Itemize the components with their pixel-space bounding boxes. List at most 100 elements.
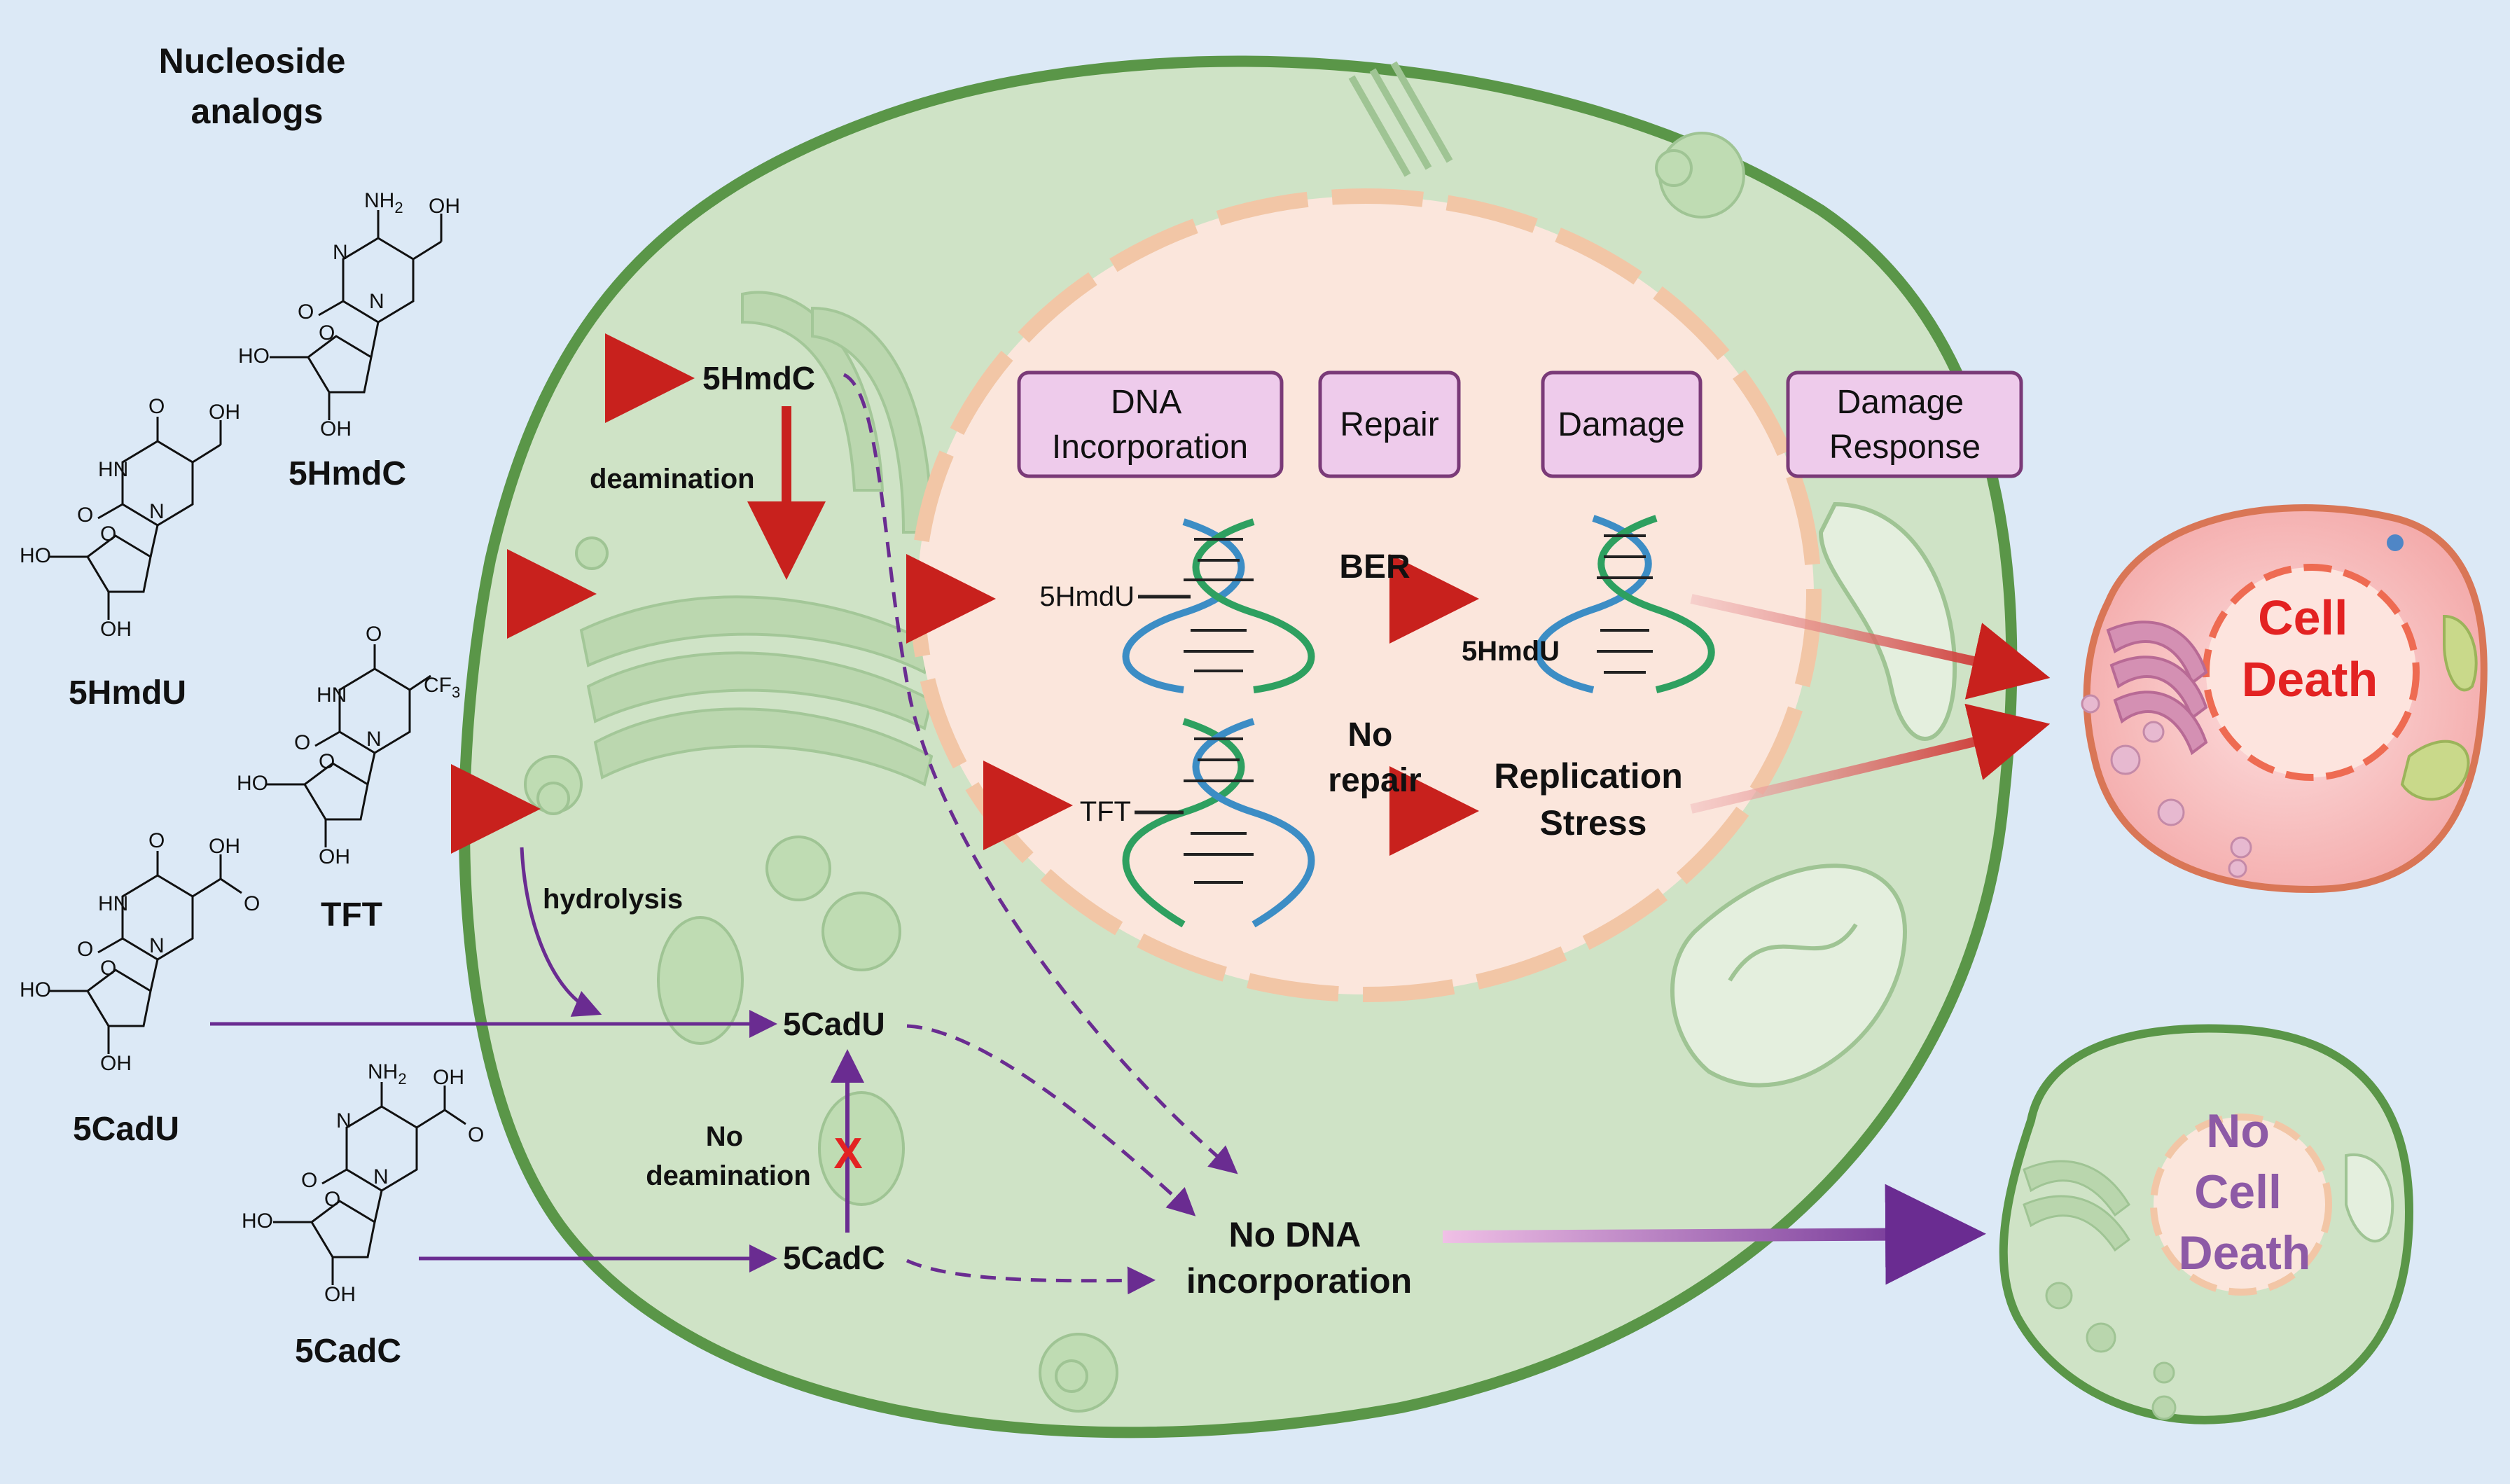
label-ber: BER [1339, 548, 1410, 585]
dna-helix-incorporated-5hmdu [1122, 518, 1315, 693]
svg-text:HO: HO [20, 978, 51, 1001]
compound-name-5hmdc: 5HmdC [289, 455, 406, 492]
svg-text:N: N [333, 241, 348, 264]
svg-text:Damage: Damage [1558, 406, 1684, 443]
svg-text:O: O [77, 504, 93, 527]
label-no-deamination: No deamination [646, 1121, 811, 1191]
metabolite-5hmdc: 5HmdC [702, 360, 815, 396]
outcome-no-cell-death: No Cell Death [2179, 1104, 2311, 1280]
title-line-2: analogs [191, 92, 324, 131]
svg-text:OH: OH [320, 417, 352, 441]
svg-text:O: O [324, 1188, 340, 1211]
svg-text:CF3: CF3 [424, 674, 460, 701]
arrow-stress-death [1690, 703, 2051, 814]
svg-text:O: O [148, 395, 165, 418]
svg-text:OH: OH [209, 835, 240, 858]
dna-helix-damaged [1534, 515, 1715, 693]
red-arrows [188, 333, 2051, 856]
svg-text:O: O [366, 623, 382, 646]
structure-5hmdc-atoms: NH2 OH N O N HO O OH [238, 189, 460, 441]
structure-5hmdu-atoms: O OH HN O N HO O OH [20, 395, 240, 641]
title-line-1: Nucleoside [159, 41, 346, 81]
label-replication-stress: Replication Stress [1494, 756, 1692, 842]
svg-text:OH: OH [433, 1066, 464, 1089]
svg-text:NH2: NH2 [364, 189, 403, 216]
mitochondria [1670, 501, 1957, 1088]
label-hydrolysis: hydrolysis [543, 884, 683, 915]
svg-text:HO: HO [242, 1209, 273, 1233]
svg-text:O: O [319, 321, 335, 345]
svg-text:O: O [77, 938, 93, 961]
dashed-5cadu-noinc [906, 1024, 1196, 1216]
svg-text:HO: HO [238, 345, 270, 368]
svg-text:Damage Response: Damage Response [1829, 384, 1981, 466]
arrow-noinc-survival [1442, 1184, 1986, 1285]
label-no-dna-incorporation: No DNA incorporation [1186, 1215, 1412, 1301]
svg-text:N: N [336, 1109, 352, 1132]
stage-damage-response: Damage Response [1786, 370, 2023, 478]
svg-text:OH: OH [324, 1283, 356, 1306]
svg-text:O: O [301, 1169, 317, 1192]
metabolite-5cadc: 5CadC [783, 1240, 885, 1276]
svg-text:O: O [100, 957, 116, 980]
svg-text:O: O [298, 300, 314, 324]
centriole [1348, 61, 1453, 177]
purple-arrows [210, 373, 1986, 1295]
svg-text:N: N [149, 500, 165, 523]
label-no-repair: No repair [1328, 716, 1421, 799]
svg-text:O: O [294, 731, 310, 754]
svg-text:N: N [149, 934, 165, 957]
svg-text:N: N [369, 290, 384, 313]
cell-death-cell [2081, 504, 2488, 894]
outcome-cell-death: Cell Death [2242, 590, 2378, 707]
structure-5cadc-atoms: NH2 OH O N O N HO O OH [242, 1060, 484, 1306]
svg-text:Repair: Repair [1340, 406, 1438, 443]
golgi-apparatus [579, 291, 934, 786]
structure-tft-atoms: O CF3 HN O N HO O OH [237, 623, 460, 868]
structure-5cadc [273, 1082, 466, 1285]
no-cell-death-cell [1999, 1024, 2414, 1424]
arrow-hydrolysis [520, 847, 602, 1017]
svg-text:DNA Incorporation: DNA Incorporation [1052, 384, 1248, 466]
stage-damage: Damage [1541, 370, 1703, 478]
svg-text:OH: OH [429, 195, 460, 218]
label-5hmdu-damage: 5HmdU [1462, 636, 1560, 667]
structure-5hmdc [270, 210, 443, 420]
structure-5cadu-atoms: O OH O HN O N HO O OH [20, 829, 260, 1075]
svg-text:O: O [148, 829, 165, 852]
svg-text:OH: OH [319, 845, 350, 868]
svg-text:NH2: NH2 [368, 1060, 407, 1088]
structure-5hmdu [49, 417, 222, 620]
svg-text:HN: HN [98, 458, 128, 481]
dna-label-tft: TFT [1080, 796, 1131, 827]
compound-name-5cadc: 5CadC [295, 1333, 401, 1370]
compound-name-5cadu: 5CadU [73, 1111, 179, 1148]
structure-tft [266, 644, 431, 847]
dna-label-5hmdu: 5HmdU [1039, 581, 1135, 612]
svg-text:O: O [468, 1123, 484, 1146]
svg-text:OH: OH [209, 401, 240, 424]
stage-dna-incorporation: DNA Incorporation [1017, 370, 1284, 478]
svg-text:O: O [319, 750, 335, 773]
svg-text:HO: HO [237, 772, 268, 795]
compound-name-5hmdu: 5HmdU [69, 674, 186, 712]
svg-text:OH: OH [100, 618, 132, 641]
dashed-5cadc-noinc [906, 1258, 1156, 1295]
svg-text:OH: OH [100, 1052, 132, 1075]
svg-text:N: N [366, 728, 382, 751]
svg-text:O: O [100, 522, 116, 546]
svg-text:O: O [244, 892, 260, 915]
svg-text:HN: HN [98, 892, 128, 915]
arrow-damage-death [1690, 594, 2051, 700]
structure-5cadu [49, 851, 242, 1054]
svg-text:HN: HN [317, 684, 347, 707]
diagram-title: Nucleoside analogs [159, 41, 356, 131]
label-deamination: deamination [590, 464, 755, 494]
compound-name-tft: TFT [321, 896, 382, 934]
svg-text:N: N [373, 1165, 389, 1188]
svg-text:HO: HO [20, 544, 51, 567]
blocked-x-mark: X [833, 1130, 862, 1178]
metabolite-5cadu: 5CadU [783, 1006, 885, 1042]
